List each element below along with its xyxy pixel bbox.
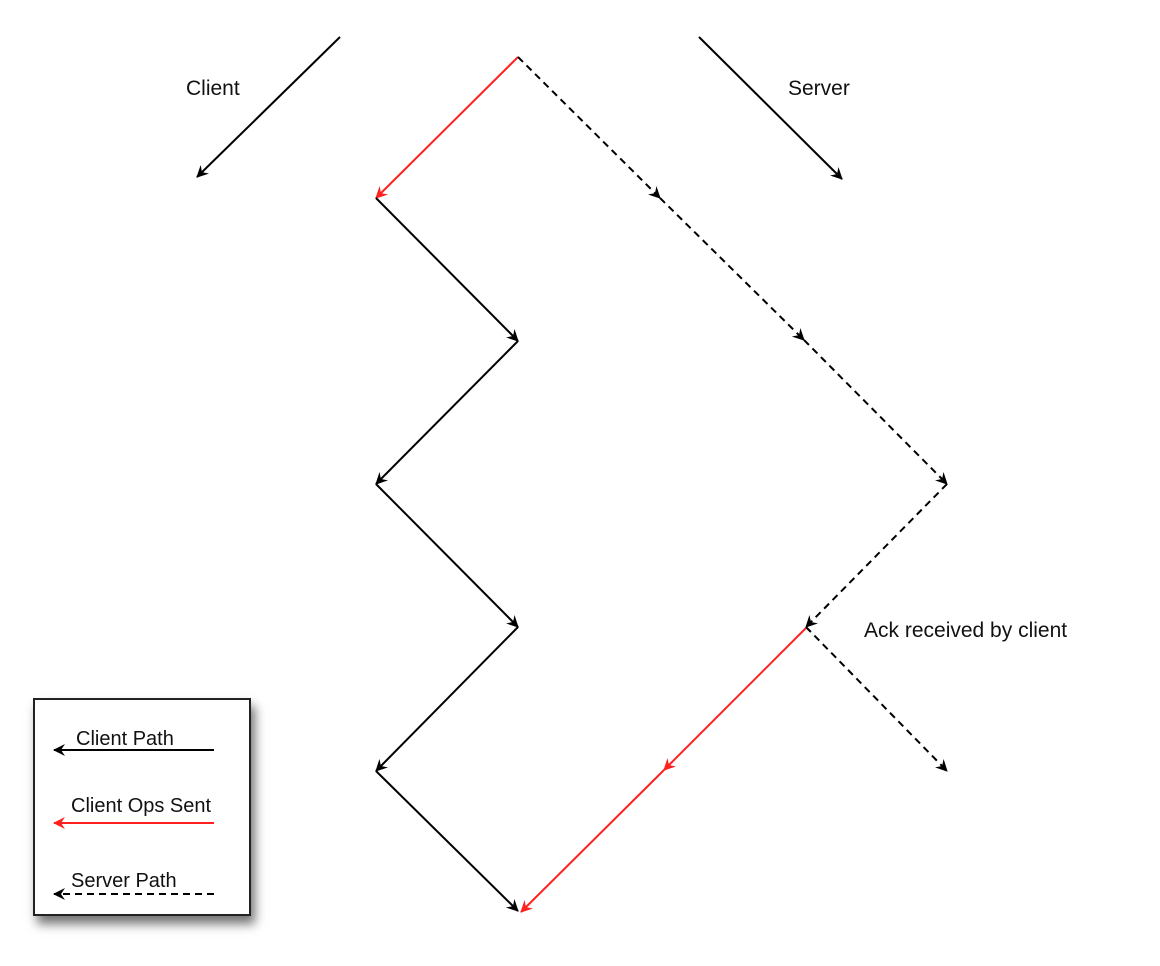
server-path-arrow [805, 626, 948, 772]
client-path-arrow [375, 770, 519, 912]
server-path-arrow [517, 56, 661, 199]
client-path-arrow [375, 626, 519, 772]
legend-server-path-label: Server Path [71, 870, 177, 892]
client-path-arrow [375, 483, 519, 628]
client-ops-sent-arrow [663, 627, 807, 771]
client-direction-arrow [196, 36, 341, 178]
ack-label: Ack received by client [864, 619, 1067, 642]
client-ops-sent-arrow [520, 769, 665, 913]
legend-client-path-label: Client Path [76, 728, 174, 750]
server-path-arrow [805, 483, 948, 628]
server-direction-arrow [698, 36, 843, 180]
client-label: Client [186, 77, 240, 100]
server-path-arrow [803, 339, 948, 485]
client-path-arrow [375, 340, 519, 485]
server-label: Server [788, 77, 850, 100]
client-path-arrow [375, 197, 519, 342]
legend-client-ops-label: Client Ops Sent [71, 795, 212, 817]
legend-box [33, 698, 251, 916]
client-ops-sent-arrow [375, 56, 519, 199]
server-path-arrow [659, 197, 805, 341]
